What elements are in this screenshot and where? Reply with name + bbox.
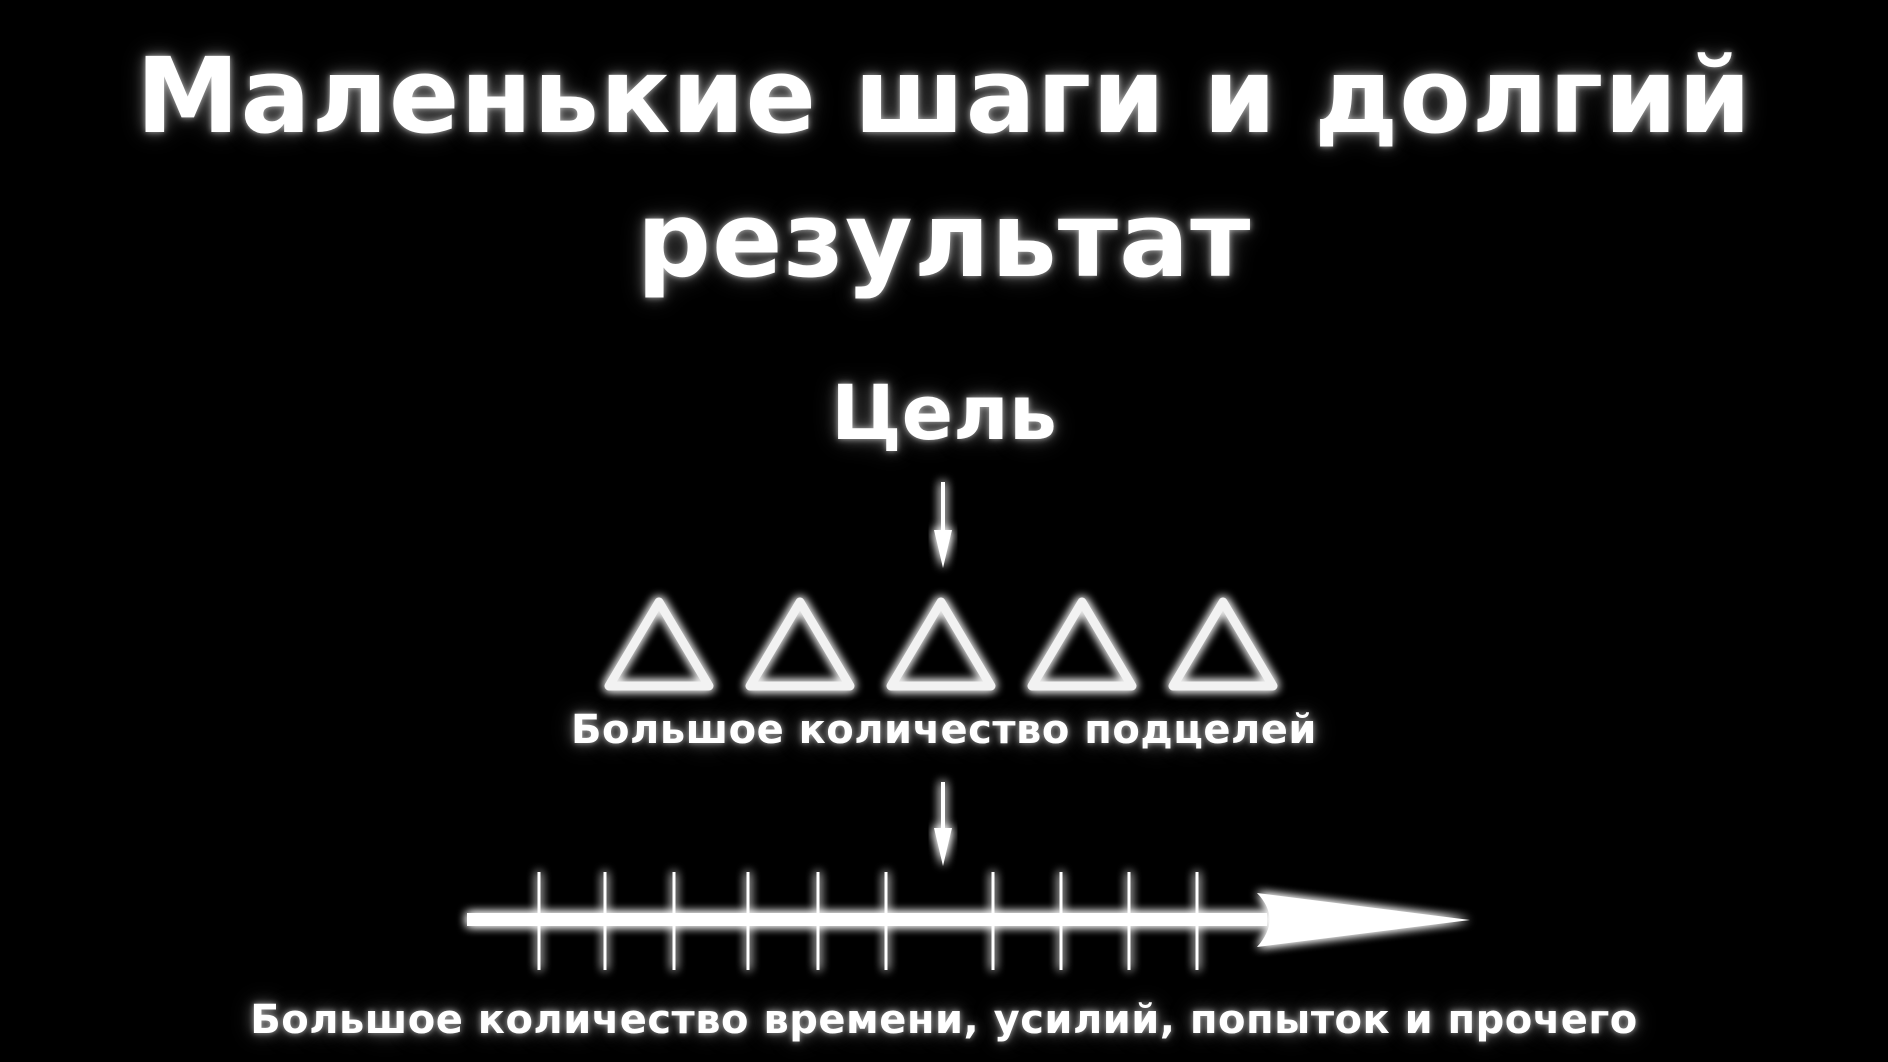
title-line-1: Маленькие шаги и долгий: [135, 35, 1752, 157]
subgoal-triangles: [604, 597, 1278, 691]
timeline-label: Большое количество времени, усилий, попы…: [250, 997, 1638, 1043]
arrow-down-icon: [934, 482, 952, 568]
subgoals-label: Большое количество подцелей: [571, 707, 1317, 753]
title-line-2: результат: [636, 179, 1252, 301]
timeline-arrow-right-icon: [467, 893, 1470, 947]
arrow-down-icon: [934, 782, 952, 866]
triangle-icon: [886, 597, 996, 691]
triangle-icon: [1168, 597, 1278, 691]
triangle-icon: [1027, 597, 1137, 691]
goal-label: Цель: [831, 368, 1057, 457]
triangle-icon: [604, 597, 714, 691]
triangle-icon: [745, 597, 855, 691]
